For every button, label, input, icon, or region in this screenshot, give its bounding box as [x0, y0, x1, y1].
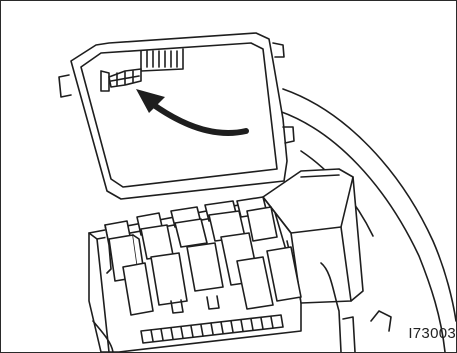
figure-code: I73003	[408, 325, 456, 342]
fuse-box-lid	[59, 33, 294, 199]
